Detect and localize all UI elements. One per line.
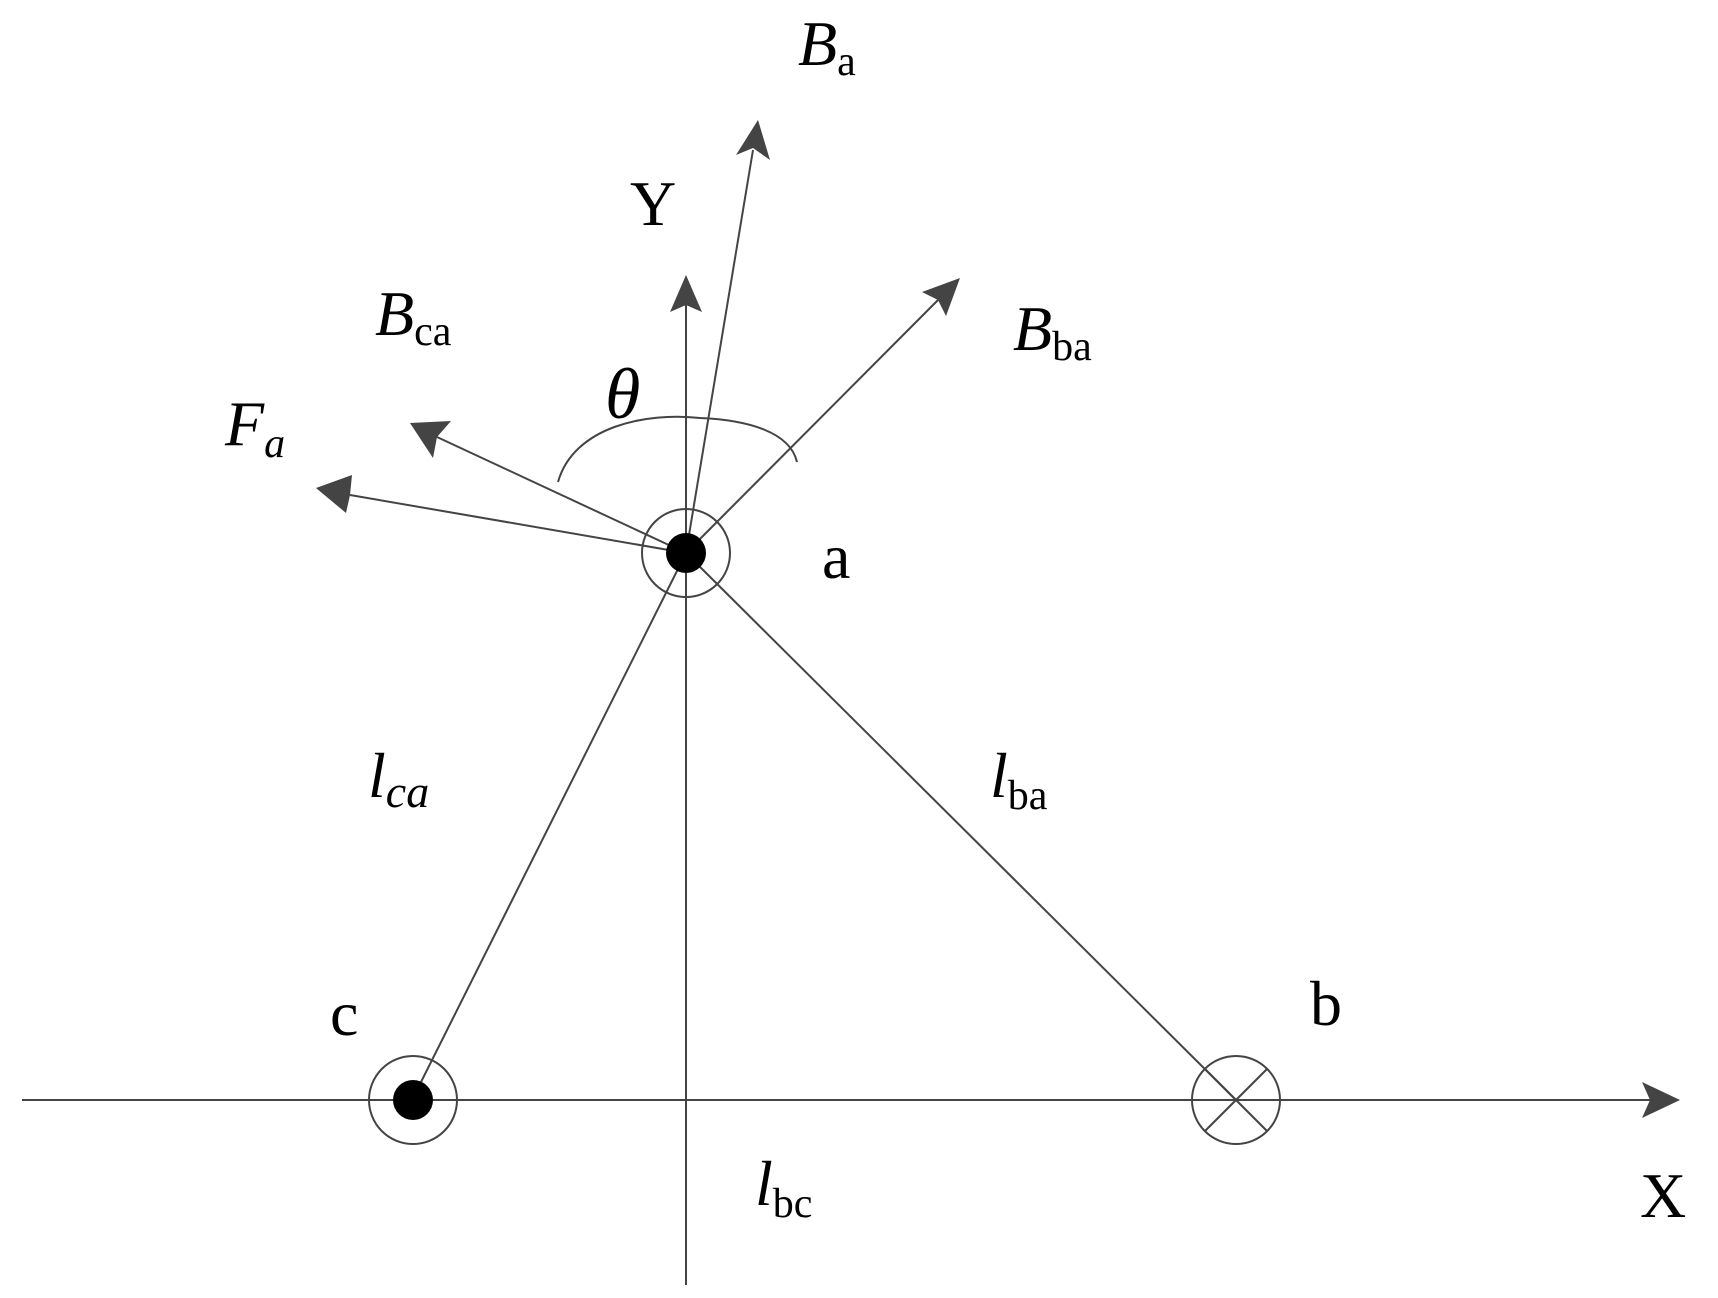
label-lca: lca — [368, 740, 429, 817]
vector-Bba-arrowhead — [922, 278, 960, 316]
label-lba: lba — [990, 740, 1048, 819]
conductor-a-ring — [641, 508, 731, 598]
conductor-c-ring — [368, 1055, 458, 1145]
label-Bca: Bca — [375, 278, 452, 355]
label-Bba-sub: ba — [1052, 324, 1092, 370]
point-a-label: a — [822, 521, 850, 592]
conductor-c-dot — [393, 1080, 433, 1120]
label-Bca-sub: ca — [414, 309, 452, 355]
label-lbc-sub: bc — [773, 1181, 813, 1227]
y-axis-label: Y — [630, 168, 676, 239]
x-axis-label: X — [1640, 1160, 1686, 1231]
side-ca — [412, 552, 687, 1099]
angle-theta-arc — [557, 415, 798, 483]
vector-Ba-arrowhead — [736, 120, 770, 160]
label-Ba-sub: a — [837, 39, 856, 85]
vector-Bca-arrowhead — [410, 421, 451, 458]
y-axis-arrowhead — [670, 275, 702, 312]
label-Bba: Bba — [1013, 293, 1092, 370]
label-lbc-base: l — [755, 1148, 773, 1219]
point-c-label: c — [330, 978, 358, 1049]
vector-Bca — [436, 436, 687, 554]
label-Fa-sub: a — [264, 421, 285, 467]
conductor-a-dot — [666, 533, 706, 573]
vector-Ba — [685, 149, 754, 554]
vector-Fa — [349, 494, 687, 554]
label-lba-base: l — [990, 740, 1008, 811]
label-lca-sub: ca — [386, 766, 429, 817]
conductor-b-ring — [1191, 1055, 1281, 1145]
side-ba — [685, 552, 1237, 1101]
label-Fa: Fa — [224, 388, 285, 467]
point-b-label: b — [1310, 968, 1342, 1039]
label-Ba-base: B — [798, 8, 837, 79]
angle-theta-label: θ — [605, 354, 640, 434]
label-lca-base: l — [368, 740, 386, 811]
label-Fa-base: F — [224, 388, 265, 459]
label-Bba-base: B — [1013, 293, 1052, 364]
label-lbc: lbc — [755, 1148, 812, 1227]
vector-Fa-arrowhead — [316, 475, 352, 513]
label-Bca-base: B — [375, 278, 414, 349]
label-Ba: Ba — [798, 8, 856, 85]
vector-Bba — [685, 299, 939, 554]
conductor-b-cross-2 — [1204, 1068, 1268, 1132]
x-axis-arrowhead — [1642, 1082, 1680, 1118]
label-lba-sub: ba — [1008, 773, 1048, 819]
